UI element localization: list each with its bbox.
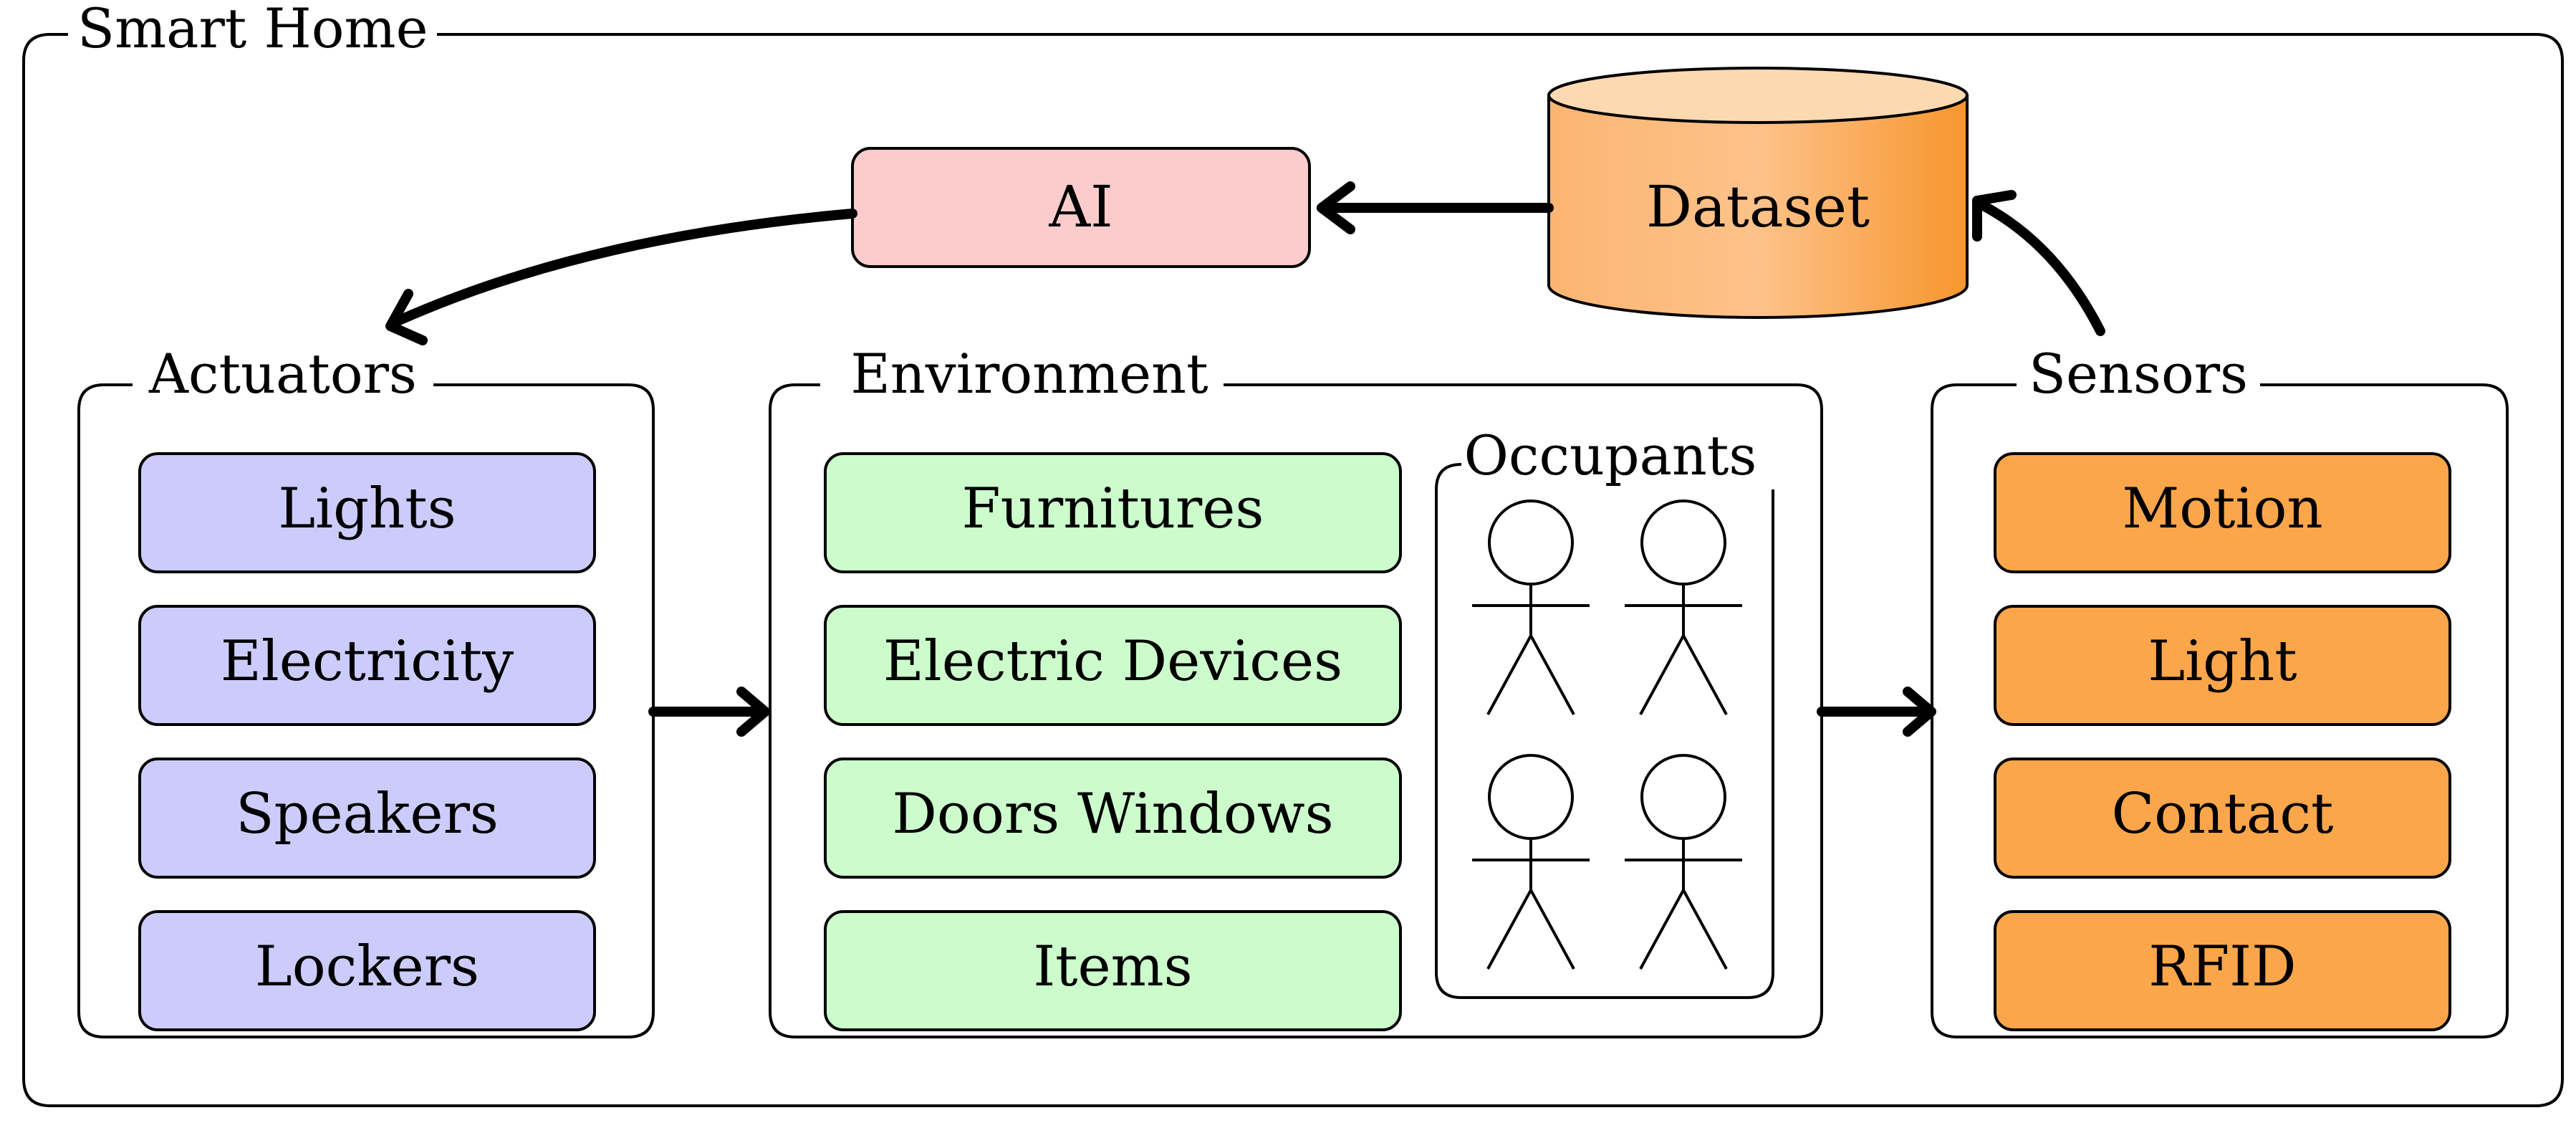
person-icon	[1625, 754, 1742, 970]
smart-home-frame: Smart Home	[22, 0, 2564, 1107]
actuators-item-box	[138, 758, 596, 879]
ai-box: AI	[851, 147, 1311, 268]
environment-item-box	[824, 758, 1402, 879]
arrow-head	[736, 687, 770, 737]
actuators-item-speakers: Speakers	[138, 758, 596, 879]
arrow-head	[1317, 181, 1355, 234]
occupants-title: Occupants	[1464, 424, 1757, 487]
environment-item-label: Doors Windows	[892, 782, 1333, 846]
sensors-item-box	[1994, 605, 2451, 726]
sensors-item-box	[1994, 910, 2451, 1031]
person-icon	[1472, 754, 1590, 970]
smart-home-title: Smart Home	[77, 0, 428, 60]
sensors-item-label: Motion	[2122, 477, 2322, 541]
occupants-panel: Occupants	[1435, 424, 1774, 999]
sensors-item-light: Light	[1994, 605, 2451, 726]
sensors-item-contact: Contact	[1994, 758, 2451, 879]
environment-item-box	[824, 605, 1402, 726]
sensors-item-label: Light	[2148, 629, 2297, 694]
sensors-item-box	[1994, 758, 2451, 879]
ai-box-shape	[851, 147, 1311, 268]
sensors-title: Sensors	[2029, 342, 2248, 406]
sensors-item-label: RFID	[2148, 935, 2296, 999]
actuators-item-label: Speakers	[236, 782, 499, 846]
actuators-item-electricity: Electricity	[138, 605, 596, 726]
arrow-head	[1972, 190, 2017, 242]
ai-label: AI	[1048, 173, 1112, 240]
arrow-sensors-to-dataset	[1976, 199, 2105, 336]
environment-item-label: Furnitures	[962, 477, 1264, 541]
actuators-item-box	[138, 605, 596, 726]
actuators-panel: Actuators LightsElectricitySpeakersLocke…	[77, 342, 655, 1038]
arrow-ai-to-actuators	[393, 209, 857, 326]
actuators-title: Actuators	[148, 342, 417, 406]
actuators-item-label: Lights	[278, 477, 456, 541]
dataset-cylinder: Dataset	[1547, 67, 1969, 319]
sensors-item-label: Contact	[2112, 782, 2334, 846]
actuators-item-label: Lockers	[255, 935, 479, 999]
sensors-item-box	[1994, 452, 2451, 573]
actuators-item-box	[138, 452, 596, 573]
environment-item-box	[824, 910, 1402, 1031]
actuators-item-box	[138, 910, 596, 1031]
environment-item-label: Items	[1033, 935, 1192, 999]
actuators-item-label: Electricity	[221, 629, 514, 694]
arrow-head	[385, 289, 428, 345]
environment-item-box	[824, 452, 1402, 573]
environment-item-items: Items	[824, 910, 1402, 1031]
person-icon	[1625, 500, 1742, 715]
environment-item-doors-windows: Doors Windows	[824, 758, 1402, 879]
environment-item-label: Electric Devices	[883, 629, 1342, 694]
environment-item-furnitures: Furnitures	[824, 452, 1402, 573]
sensors-item-rfid: RFID	[1994, 910, 2451, 1031]
occupants-group	[1472, 500, 1742, 970]
environment-item-electric-devices: Electric Devices	[824, 605, 1402, 726]
dataset-top	[1547, 67, 1969, 124]
environment-title: Environment	[850, 342, 1208, 406]
actuators-item-lights: Lights	[138, 452, 596, 573]
actuators-item-lockers: Lockers	[138, 910, 596, 1031]
sensors-item-motion: Motion	[1994, 452, 2451, 573]
dataset-label: Dataset	[1646, 173, 1870, 240]
person-icon	[1472, 500, 1590, 715]
